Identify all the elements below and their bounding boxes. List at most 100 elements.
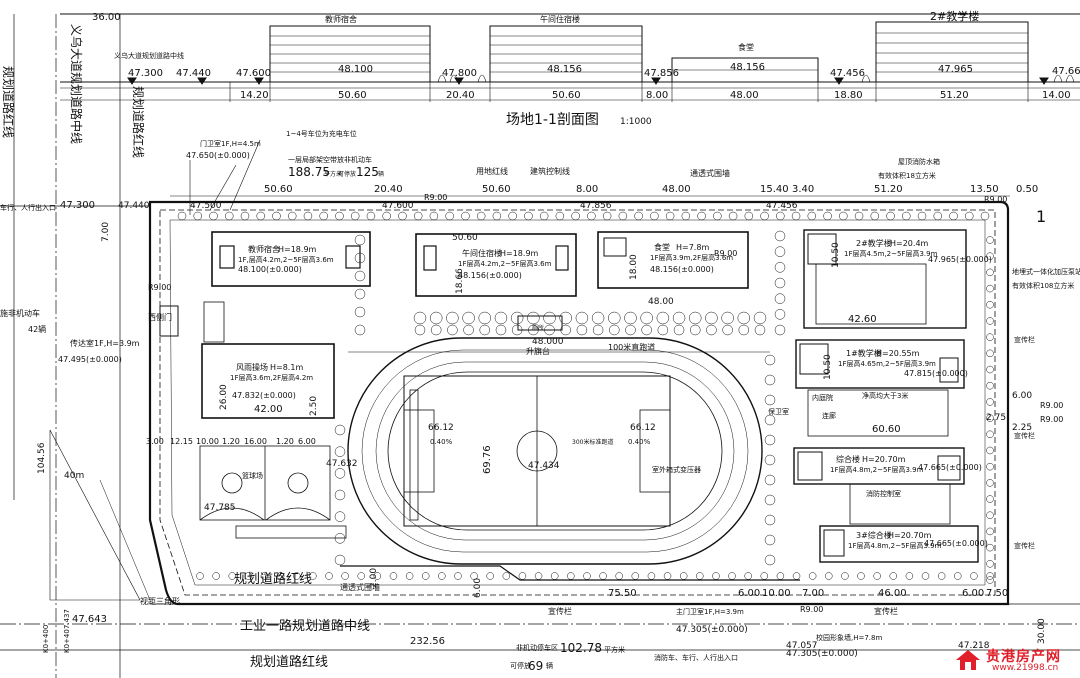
plan-teach1-fl: 1F层高4.65m,2~5F层高3.9m: [838, 359, 936, 368]
tree-symbol: [722, 324, 733, 336]
tree-symbol: [954, 572, 962, 580]
plan-wind-gym: [201, 343, 335, 419]
tree-symbol: [413, 311, 427, 325]
tree-symbol: [764, 434, 776, 446]
right-d600: 6.00: [1012, 391, 1032, 401]
field-elev-south: 47.632: [326, 459, 358, 469]
plan-noon-len: 50.60: [452, 233, 478, 243]
tree-symbol: [986, 414, 994, 422]
courts-elev: 47.785: [204, 503, 236, 513]
tree-symbol: [354, 270, 366, 282]
tree-symbol: [591, 311, 605, 325]
courts-label: 篮球场: [242, 471, 263, 480]
top-pump: 地埋式一体化加压泵站: [1012, 267, 1080, 276]
top-dim-700: 7.00: [101, 222, 111, 242]
tree-symbol: [721, 311, 734, 325]
tree-symbol: [640, 311, 653, 325]
tree-symbol: [764, 494, 776, 506]
right-d275: 2.75: [986, 413, 1006, 423]
plan-corridor-dim: 60.60: [872, 424, 901, 435]
plan-canteen-len: 48.00: [648, 297, 674, 307]
tree-symbol: [886, 211, 895, 221]
tree-symbol: [705, 311, 718, 325]
plan-complex2: [819, 525, 979, 563]
tree-symbol: [774, 309, 786, 320]
plan-noon-h: H=18.9m: [500, 249, 539, 258]
right-pub-1: 宣传栏: [1014, 335, 1035, 344]
tree-symbol: [712, 572, 720, 580]
tree-symbol: [624, 311, 637, 325]
top-bike-area: 188.75: [288, 165, 330, 179]
top-elev-0: 47.500: [190, 201, 222, 211]
road-red-line-bottom: 规划道路红线: [250, 654, 328, 670]
section-bldg-teacher-elev: 48.100: [338, 64, 373, 75]
tree-symbol: [334, 424, 346, 436]
plan-wind-w: 26.00: [219, 384, 229, 410]
tree-symbol: [256, 211, 265, 221]
tree-symbol: [272, 211, 281, 221]
top-entry-left: 车行、人行出入口: [0, 203, 56, 212]
bottom-dim-300: 30.00: [1037, 618, 1047, 644]
tree-symbol: [244, 572, 253, 580]
field-stage-elev: 48.000: [532, 337, 564, 347]
road-red-line-left: 规划道路红线: [1, 66, 16, 138]
plan-teach1-w: 10.50: [823, 354, 833, 380]
bottom-dim-6: 7.50: [986, 588, 1008, 599]
tree-symbol: [398, 211, 407, 221]
tree-symbol: [366, 211, 376, 221]
tree-symbol: [764, 374, 776, 386]
tree-symbol: [228, 572, 236, 580]
tree-rows: [177, 211, 994, 584]
bottom-park-count-unit: 辆: [546, 661, 553, 670]
plan-teacher-name: 教师宿舍: [248, 244, 280, 254]
tree-symbol: [696, 572, 704, 580]
plan-wind-h: H=8.1m: [270, 363, 303, 372]
section-dim-2: 20.40: [446, 90, 475, 101]
top-land-line: 用地红线: [476, 166, 508, 176]
tree-symbol: [986, 349, 994, 358]
top-dim-1: 20.40: [374, 184, 403, 195]
tree-symbol: [389, 572, 398, 580]
top-dim-4: 48.00: [662, 184, 691, 195]
section-ground-elev-1: 47.600: [236, 68, 271, 79]
section-title: 场地1-1剖面图: [506, 112, 599, 128]
plan-complex-elev: 47.665(±0.000): [918, 463, 982, 472]
tree-symbol: [634, 211, 643, 221]
right-r2: R9.00: [1040, 415, 1063, 424]
section-bldg-teach2-elev: 47.965: [938, 64, 973, 75]
bottom-park-count: 69: [528, 659, 543, 673]
tree-symbol: [335, 211, 344, 221]
bottom-fence: 通透式围墙: [340, 582, 380, 592]
top-dim-9: 0.50: [1016, 184, 1038, 195]
tree-symbol: [334, 489, 346, 501]
tree-symbol: [986, 572, 994, 580]
tree-symbol: [688, 311, 702, 325]
tree-symbol: [193, 211, 202, 221]
top-dim-5: 15.40: [760, 184, 789, 195]
road-kd2: K0+407.437: [63, 609, 71, 653]
field-slope-right: 0.40%: [628, 438, 651, 446]
bottom-dim-4: 46.00: [878, 588, 907, 599]
tree-symbol: [421, 572, 430, 580]
radius-0: R9.00: [148, 283, 171, 292]
tree-symbol: [970, 572, 978, 580]
plan-noon-dorm: [415, 233, 577, 297]
courts: [199, 445, 347, 539]
plan-fire-ctl: 消防控制室: [866, 489, 901, 498]
tree-symbol: [656, 311, 670, 325]
right-r1: R9.00: [1040, 401, 1063, 410]
bottom-park-count-label: 可停放: [510, 661, 531, 670]
section-elev-road: 47.300: [128, 68, 163, 79]
courts-dim-6: 6.00: [298, 437, 316, 446]
tree-symbol: [857, 572, 865, 580]
courts-dim-2: 10.00: [196, 437, 219, 446]
plan-complex2-fl: 1F层高4.8m,2~5F层高3.9m: [848, 541, 942, 550]
tree-symbol: [713, 211, 722, 221]
plan-corridor-name: 连廊: [822, 411, 836, 420]
courts-dim-4: 16.00: [244, 437, 267, 446]
section-dim-8: 14.00: [1042, 90, 1071, 101]
bottom-pub-right: 宣传栏: [874, 606, 898, 616]
right-pub-2: 宣传栏: [1014, 431, 1035, 440]
section-dim-4: 8.00: [646, 90, 668, 101]
tree-symbol: [647, 572, 656, 580]
